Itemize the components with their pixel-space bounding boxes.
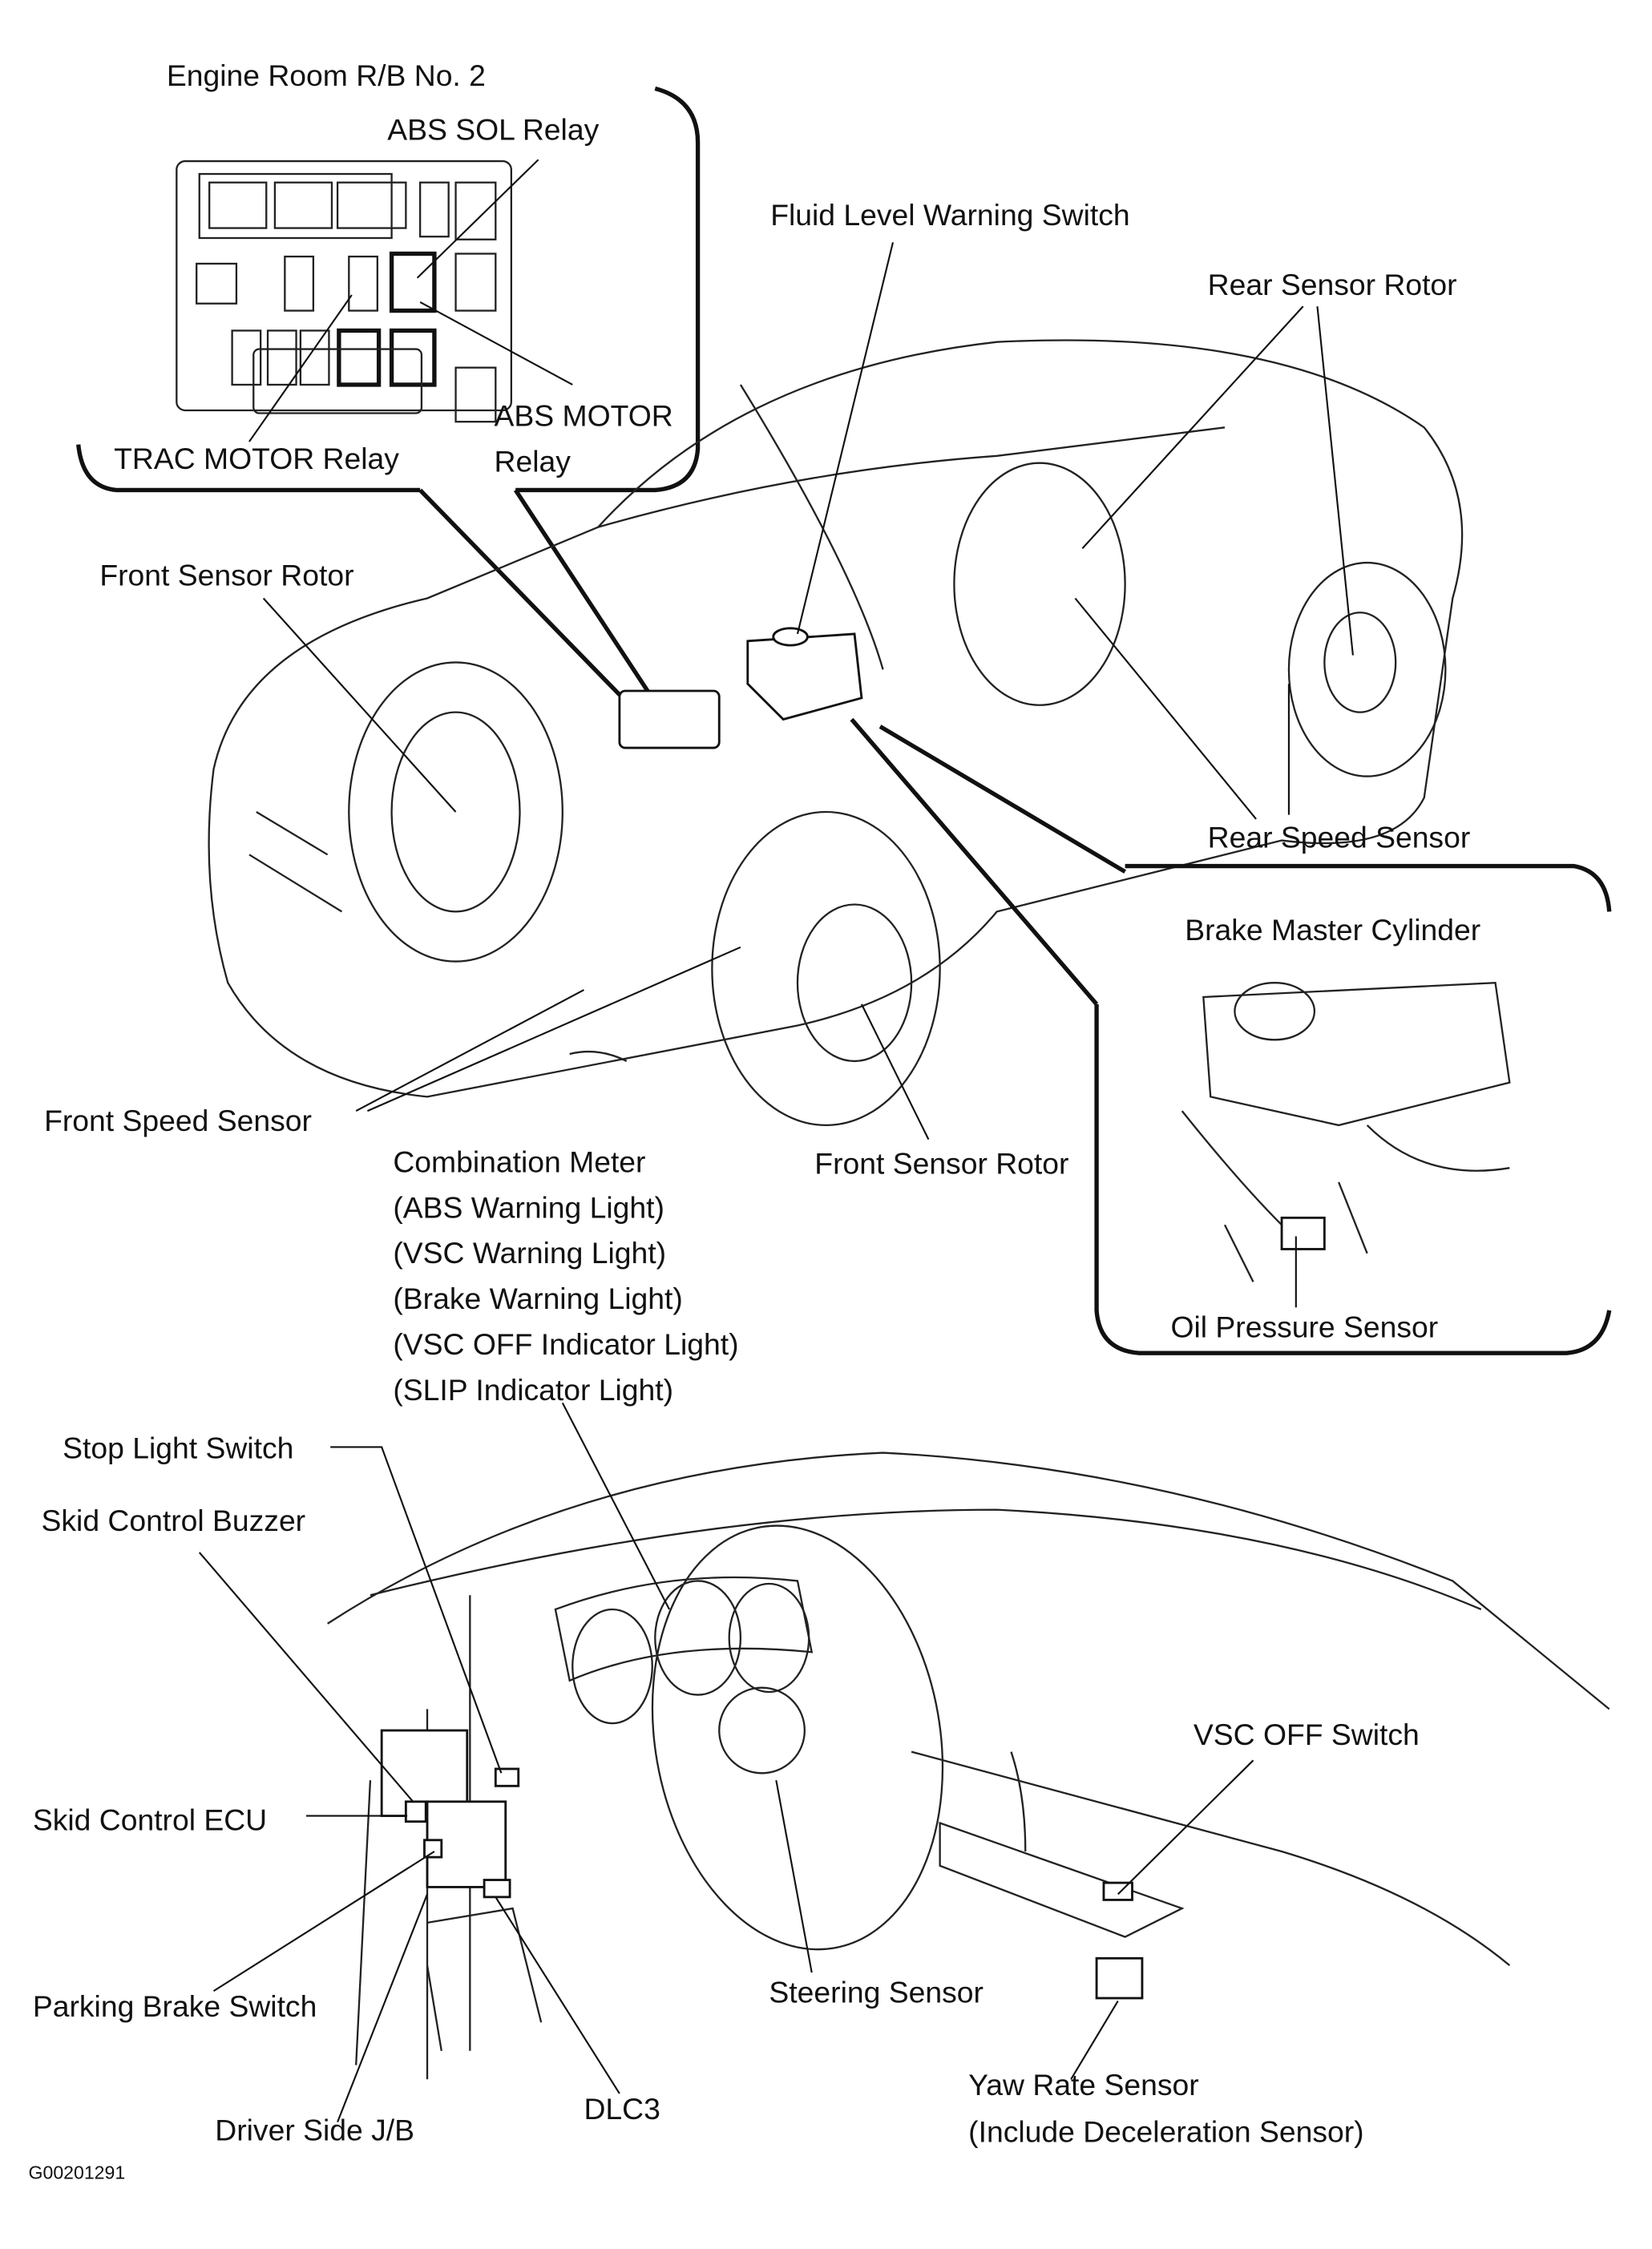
label-deceleration-sensor: (Include Deceleration Sensor) (968, 2114, 1363, 2148)
label-vsc-warning-light: (VSC Warning Light) (393, 1236, 666, 1270)
label-vsc-off-indicator-light: (VSC OFF Indicator Light) (393, 1327, 738, 1361)
leader-trac-motor-relay (248, 294, 353, 442)
leader-abs-motor-relay (419, 301, 573, 386)
brake-master-cylinder-in-engine (746, 632, 863, 721)
leader-yaw-rate-sensor (1070, 2001, 1119, 2080)
label-abs-motor-relay-line2: Relay (495, 444, 572, 478)
label-rear-sensor-rotor: Rear Sensor Rotor (1208, 268, 1457, 301)
interior-drawing (327, 1452, 1610, 2080)
leader-fluid-level-switch (796, 242, 895, 635)
leader-dlc3 (495, 1896, 620, 2094)
label-driver-side-jb: Driver Side J/B (215, 2114, 414, 2147)
label-front-sensor-rotor-bottom: Front Sensor Rotor (814, 1146, 1068, 1180)
leader-driver-side-jb (337, 1893, 429, 2122)
label-rear-speed-sensor: Rear Speed Sensor (1208, 820, 1471, 854)
label-dlc3: DLC3 (584, 2092, 660, 2126)
label-vsc-off-switch: VSC OFF Switch (1194, 1718, 1420, 1751)
label-front-sensor-rotor-top: Front Sensor Rotor (99, 559, 353, 592)
leader-front-sensor-rotor-top (262, 597, 457, 813)
label-steering-sensor: Steering Sensor (769, 1975, 983, 2009)
leader-parking-brake-switch (212, 1851, 435, 1993)
label-stop-light-switch: Stop Light Switch (63, 1431, 293, 1465)
label-oil-pressure-sensor: Oil Pressure Sensor (1170, 1310, 1438, 1344)
vehicle-drawing (208, 339, 1464, 1127)
label-combination-meter: Combination Meter (393, 1145, 645, 1179)
leader-rear-speed-sensor (1074, 597, 1290, 820)
label-brake-warning-light: (Brake Warning Light) (393, 1282, 682, 1315)
label-skid-control-ecu: Skid Control ECU (33, 1803, 267, 1836)
leader-front-speed-sensor (355, 946, 741, 1112)
brake-master-callout-pointer (850, 717, 1126, 1006)
label-parking-brake-switch: Parking Brake Switch (33, 1989, 317, 2023)
leader-steering-sensor (775, 1779, 813, 1973)
leader-rear-sensor-rotor (1081, 305, 1354, 656)
leader-vsc-off-switch (1117, 1759, 1254, 1896)
label-trac-motor-relay: TRAC MOTOR Relay (114, 442, 399, 475)
label-brake-master-cylinder: Brake Master Cylinder (1185, 913, 1480, 947)
engine-room-callout-border (76, 86, 701, 493)
combination-meter-label: Combination Meter (ABS Warning Light) (V… (393, 1145, 738, 1407)
brake-master-callout: Brake Master Cylinder Oil Pressure Senso… (850, 717, 1612, 1355)
engine-room-callout: Engine Room R/B No. 2 ABS SOL Relay ABS … (76, 59, 701, 714)
label-slip-indicator-light: (SLIP Indicator Light) (393, 1373, 673, 1407)
label-abs-motor-relay-line1: ABS MOTOR (495, 399, 673, 433)
leader-combination-meter (561, 1402, 671, 1610)
leader-front-sensor-rotor-bottom (860, 1003, 930, 1141)
relay-block-drawing (176, 159, 512, 423)
engine-room-callout-pointer (418, 488, 654, 714)
figure-id: G00201291 (29, 2162, 126, 2183)
engine-room-rb-title: Engine Room R/B No. 2 (167, 59, 486, 92)
label-yaw-rate-sensor: Yaw Rate Sensor (968, 2068, 1198, 2102)
leader-skid-control-buzzer (198, 1552, 414, 1803)
leader-abs-sol-relay (416, 159, 539, 279)
brake-master-callout-border (1094, 863, 1612, 1355)
leader-stop-light-switch (330, 1446, 503, 1774)
label-abs-warning-light: (ABS Warning Light) (393, 1190, 664, 1224)
label-front-speed-sensor: Front Speed Sensor (44, 1104, 312, 1137)
relay-block-in-engine (618, 689, 721, 749)
label-skid-control-buzzer: Skid Control Buzzer (42, 1504, 306, 1537)
label-abs-sol-relay: ABS SOL Relay (387, 112, 599, 146)
label-fluid-level-warning-switch: Fluid Level Warning Switch (770, 198, 1129, 232)
